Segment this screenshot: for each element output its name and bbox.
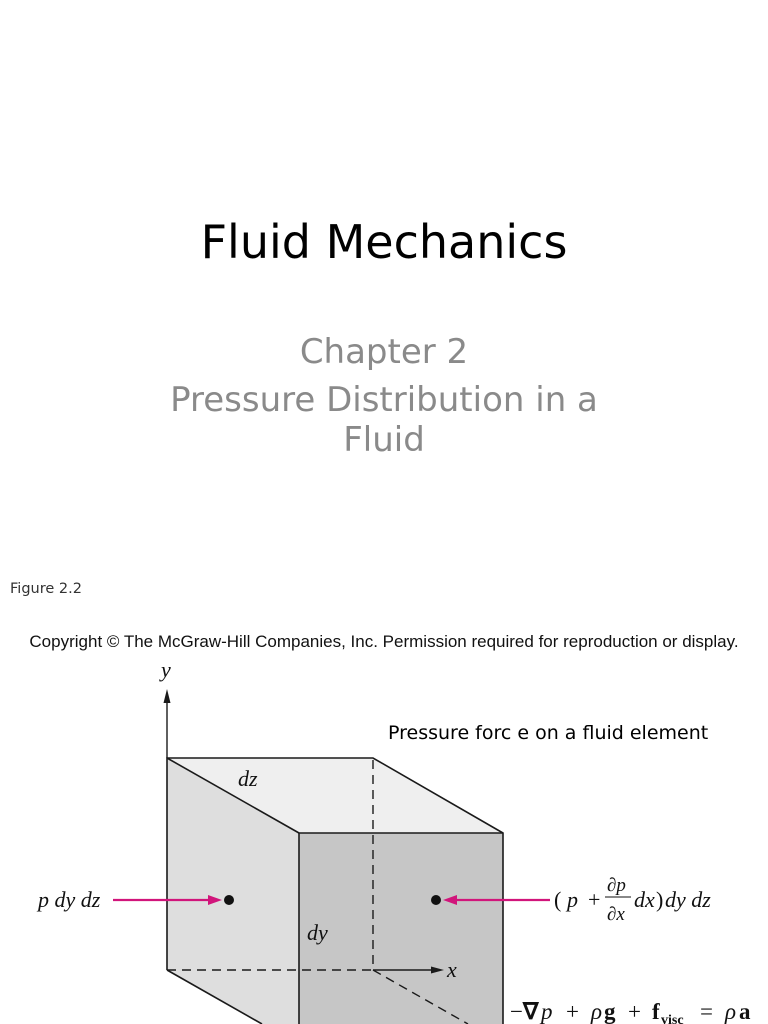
left-face-center-dot bbox=[224, 895, 234, 905]
eq-equals: = bbox=[700, 999, 713, 1024]
bottom-depth-hidden-edge bbox=[372, 969, 469, 1024]
x-axis-arrow bbox=[373, 966, 444, 974]
eq-a: a bbox=[739, 999, 751, 1024]
slide-title: Fluid Mechanics bbox=[200, 215, 568, 269]
left-force-arrowhead bbox=[208, 895, 222, 905]
eq-visc-subscript: visc bbox=[661, 1013, 684, 1024]
top-left-edge bbox=[166, 757, 300, 834]
copyright-notice: Copyright © The McGraw-Hill Companies, I… bbox=[29, 632, 739, 651]
top-face bbox=[167, 758, 503, 833]
figure-annotation: Pressure forc e on a fluid element bbox=[388, 722, 709, 744]
right-face-center-dot bbox=[431, 895, 441, 905]
eq-minus: − bbox=[510, 999, 523, 1024]
eq-g: g bbox=[604, 999, 616, 1024]
bottom-left-edge bbox=[166, 969, 263, 1024]
eq-plus-2: + bbox=[628, 999, 641, 1024]
right-force-label-prefix: (p + bbox=[554, 887, 600, 912]
eq-rho-2: ρ bbox=[724, 999, 736, 1024]
eq-rho-1: ρ bbox=[590, 999, 602, 1024]
chapter-label: Chapter 2 bbox=[299, 332, 469, 372]
slide-subtitle: Pressure Distribution in a Fluid bbox=[170, 380, 598, 460]
plus-sign: + bbox=[588, 887, 600, 912]
eq-nabla: ∇ bbox=[522, 999, 540, 1024]
figure-caption: Figure 2.2 bbox=[10, 581, 82, 597]
eq-plus-1: + bbox=[566, 999, 579, 1024]
eq-f: f bbox=[652, 999, 660, 1024]
dz-label: dz bbox=[238, 766, 258, 791]
right-force-label-suffix: dx)dy dz bbox=[634, 887, 711, 912]
x-axis-arrowhead bbox=[431, 966, 444, 974]
open-paren: ( bbox=[554, 887, 561, 912]
close-paren: ) bbox=[656, 887, 663, 912]
y-axis-arrow bbox=[163, 689, 171, 758]
fraction-numerator: ∂p bbox=[607, 875, 626, 896]
outer-edges bbox=[166, 757, 504, 1024]
left-force-label: p dy dz bbox=[36, 887, 101, 912]
front-face bbox=[299, 833, 503, 1024]
area-term: dy dz bbox=[665, 887, 711, 912]
right-force-arrowhead bbox=[443, 895, 457, 905]
y-axis-label: y bbox=[159, 657, 171, 682]
eq-p: p bbox=[539, 999, 553, 1024]
pressure-symbol: p bbox=[565, 887, 578, 912]
dx-term: dx bbox=[634, 887, 655, 912]
dy-label: dy bbox=[307, 920, 328, 945]
fraction-denominator: ∂x bbox=[607, 904, 625, 925]
y-axis-arrowhead bbox=[163, 689, 171, 703]
left-face bbox=[167, 758, 299, 1024]
right-force-arrow bbox=[443, 895, 550, 905]
x-axis-label: x bbox=[446, 957, 457, 982]
left-force-arrow bbox=[113, 895, 222, 905]
